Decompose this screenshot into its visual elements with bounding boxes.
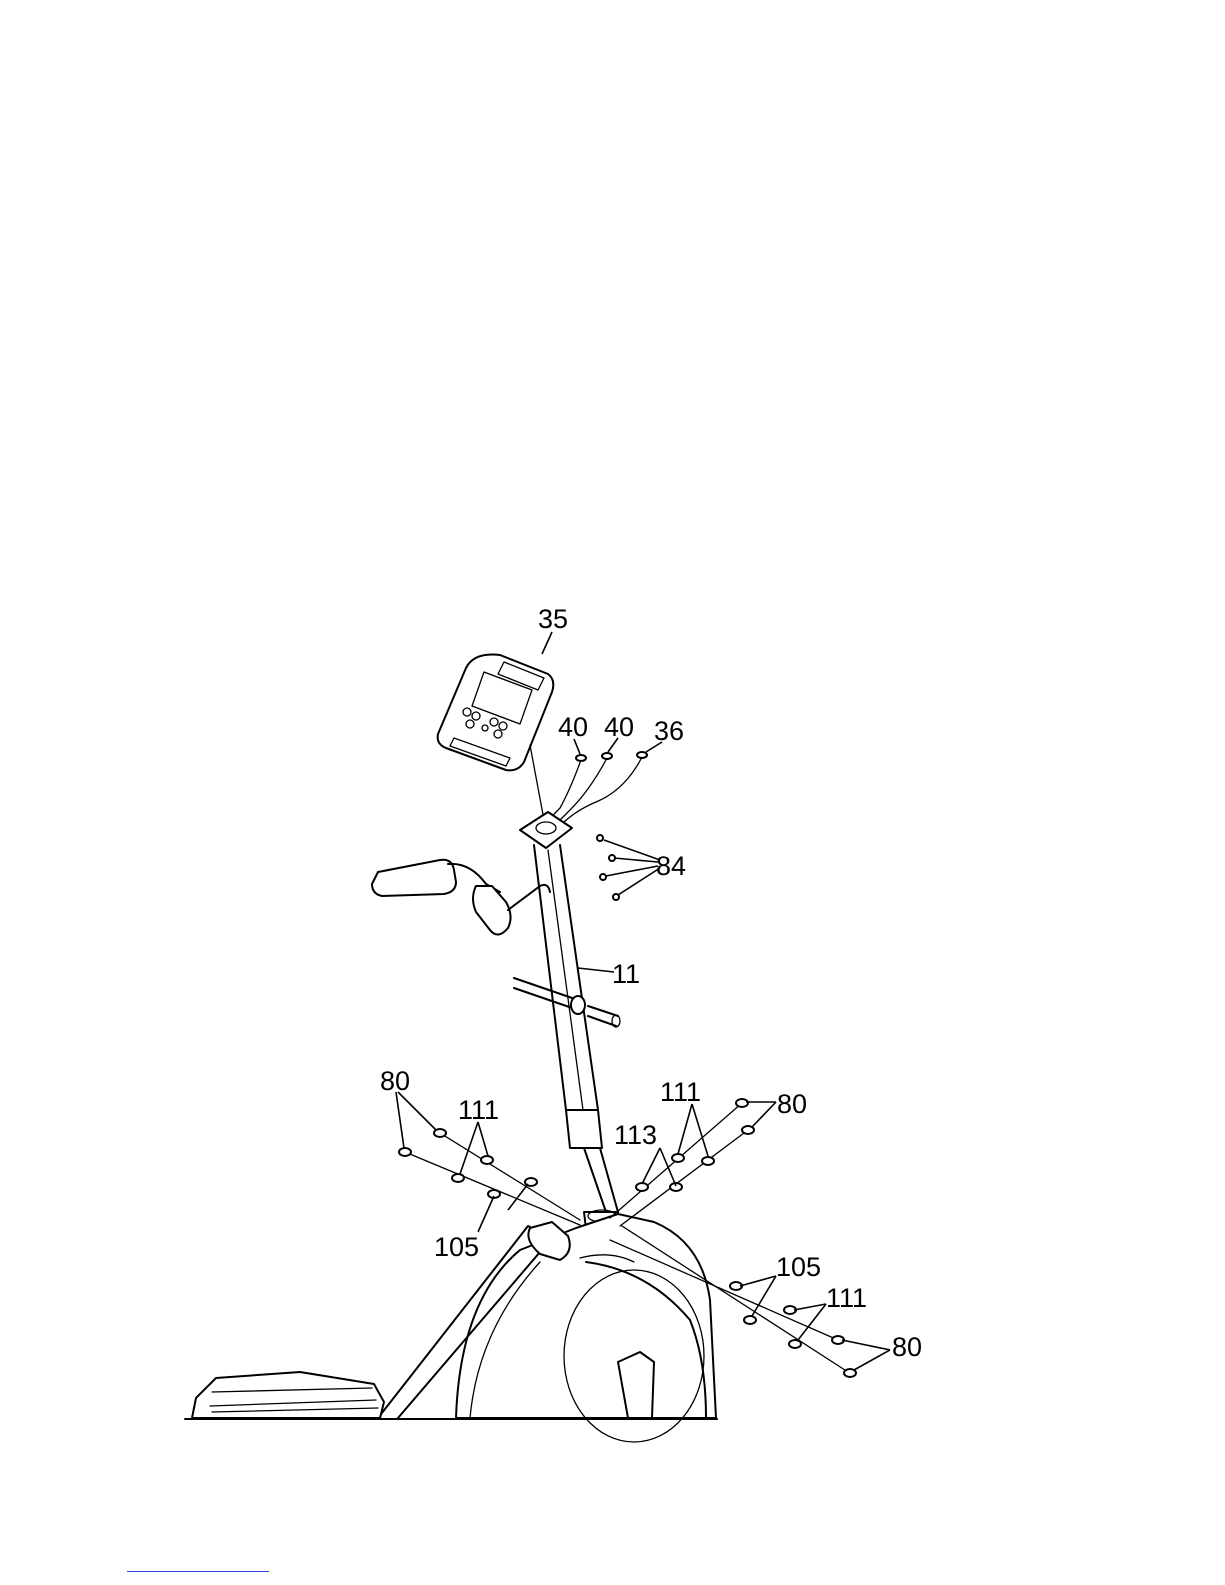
upright-post bbox=[520, 812, 624, 1262]
label-washer-113: 113 bbox=[614, 1120, 657, 1150]
label-washers-right-bottom: 111 bbox=[826, 1283, 867, 1313]
label-wire-b: 40 bbox=[604, 712, 634, 742]
left-hardware bbox=[399, 1129, 580, 1225]
right-hardware-top bbox=[610, 1099, 754, 1226]
label-bolts-right-bottom: 80 bbox=[892, 1332, 922, 1362]
label-wire-a: 40 bbox=[558, 712, 588, 742]
label-washers-left: 111 bbox=[458, 1095, 499, 1125]
label-bolts-left: 80 bbox=[380, 1066, 410, 1096]
footer-rule bbox=[127, 1571, 269, 1572]
console-unit bbox=[438, 655, 554, 771]
handlebar bbox=[372, 860, 550, 935]
pivot-axle bbox=[514, 978, 620, 1027]
label-wire-c: 36 bbox=[654, 716, 684, 746]
label-washers-right-top: 111 bbox=[660, 1077, 701, 1107]
label-upright-post: 11 bbox=[612, 959, 640, 989]
label-flat-washers-right: 105 bbox=[776, 1252, 821, 1282]
label-screws-top: 84 bbox=[656, 851, 686, 881]
label-bolts-right-top: 80 bbox=[777, 1089, 807, 1119]
label-console: 35 bbox=[538, 604, 568, 634]
label-flat-washers-left: 105 bbox=[434, 1232, 479, 1262]
